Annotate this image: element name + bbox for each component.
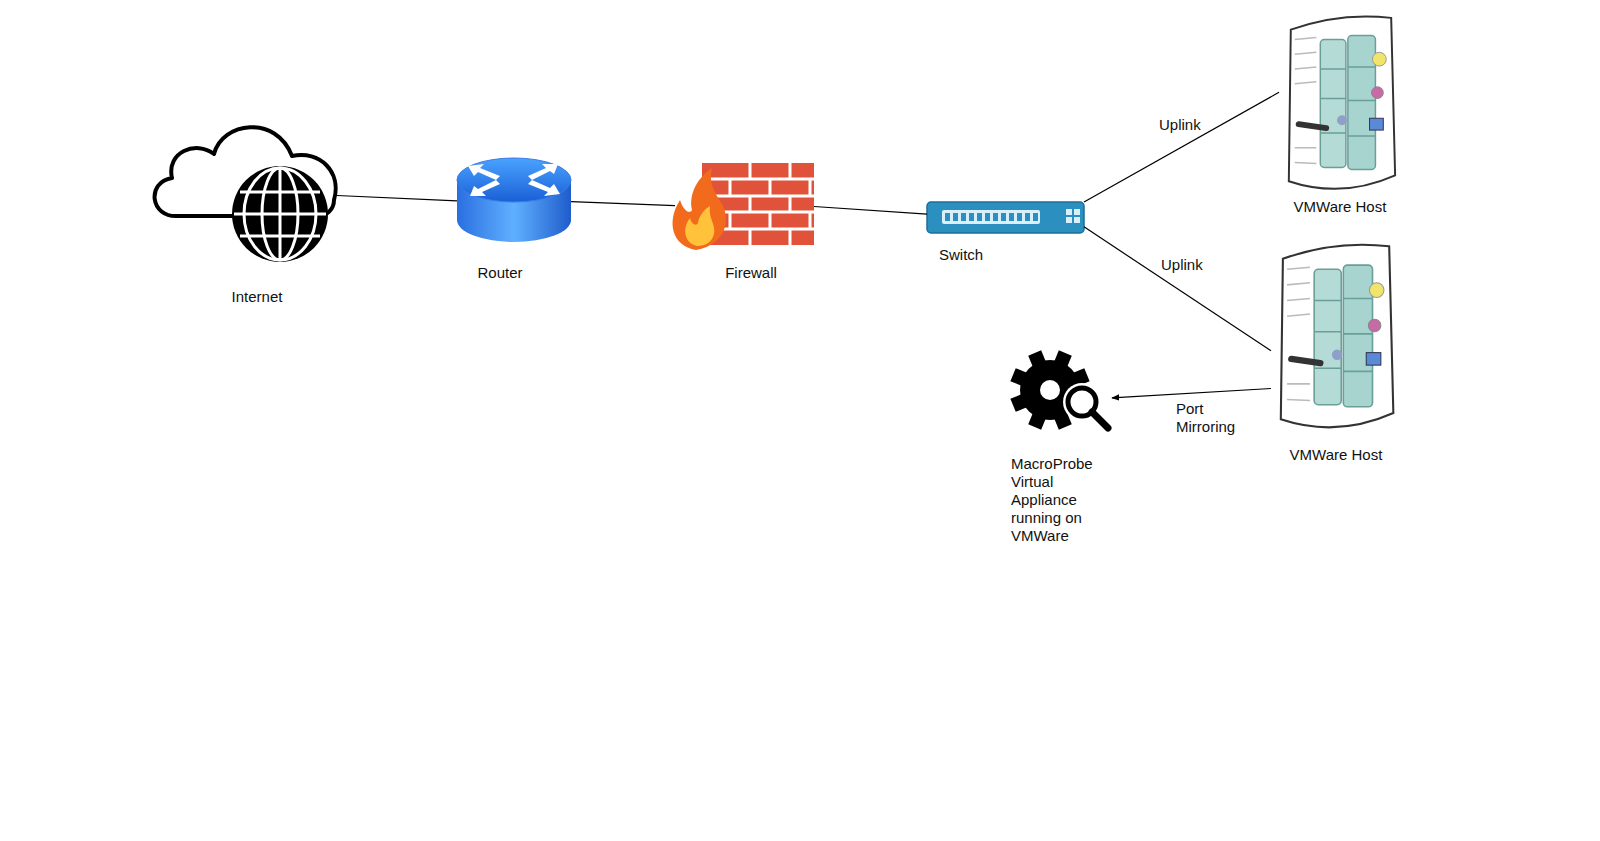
drawing-part <box>1074 217 1080 223</box>
drawing-part <box>240 191 320 194</box>
drawing-part <box>953 213 958 221</box>
connector-line <box>571 202 675 206</box>
connector-line <box>1084 92 1279 202</box>
drawing-part <box>942 210 1040 224</box>
node-label: VMWare Host <box>1294 198 1387 216</box>
drawing-part <box>1066 217 1072 223</box>
drawing-part <box>1092 412 1108 428</box>
drawing-part <box>470 180 500 196</box>
drawing-part <box>457 158 571 202</box>
drawing-part <box>993 213 998 221</box>
connector-line <box>337 196 457 201</box>
connector-line <box>1084 227 1271 351</box>
drawing-part <box>730 163 810 245</box>
server-icon <box>1289 16 1395 188</box>
drawing-part <box>1033 213 1038 221</box>
node-label: Internet <box>232 288 283 306</box>
drawing-part <box>985 213 990 221</box>
server-node: VMWare Host <box>1279 10 1401 197</box>
drawing-part <box>234 168 326 260</box>
drawing-part <box>240 235 320 238</box>
drawing-part <box>927 202 1084 233</box>
drawing-part <box>685 206 714 246</box>
connector-line <box>1112 388 1271 397</box>
drawing-part <box>673 168 726 250</box>
server-node: VMWare Host <box>1271 238 1399 436</box>
drawing-part <box>234 213 326 216</box>
drawing-part <box>1025 213 1030 221</box>
node-label: Firewall <box>725 264 777 282</box>
node-label: MacroProbe Virtual Appliance running on … <box>1011 455 1111 545</box>
edge-label: Uplink <box>1158 116 1202 134</box>
drawing-part <box>969 213 974 221</box>
node-label: Switch <box>939 246 983 264</box>
probe-icon <box>1010 350 1108 429</box>
drawing-part <box>468 164 560 196</box>
firewall-icon <box>673 163 814 250</box>
drawing-part <box>1017 213 1022 221</box>
cloud-node: Internet <box>151 124 337 267</box>
node-label: VMWare Host <box>1290 446 1383 464</box>
drawing-part <box>468 164 500 180</box>
node-label: Router <box>477 264 522 282</box>
drawing-part <box>961 213 966 221</box>
drawing-part <box>1001 213 1006 221</box>
drawing-part <box>1074 209 1080 215</box>
firewall-node: Firewall <box>675 163 814 250</box>
drawing-part <box>528 180 560 196</box>
drawing-part <box>528 164 558 180</box>
connector-line <box>814 207 927 215</box>
drawing-part <box>977 213 982 221</box>
switch-icon <box>927 202 1084 233</box>
internet-icon <box>155 127 336 262</box>
drawing-part <box>232 166 328 262</box>
server-icon <box>1281 245 1394 428</box>
edge-label: Uplink <box>1160 256 1204 274</box>
switch-node: Switch <box>927 202 1084 233</box>
drawing-part <box>945 213 950 221</box>
probe-node: MacroProbe Virtual Appliance running on … <box>1017 355 1112 439</box>
drawing-part <box>945 213 1038 221</box>
drawing-part <box>1040 380 1060 400</box>
drawing-part <box>1009 213 1014 221</box>
router-node: Router <box>457 158 571 242</box>
edge-label: Port Mirroring <box>1175 400 1253 436</box>
router-icon <box>457 158 571 242</box>
drawing-part <box>1066 209 1072 215</box>
